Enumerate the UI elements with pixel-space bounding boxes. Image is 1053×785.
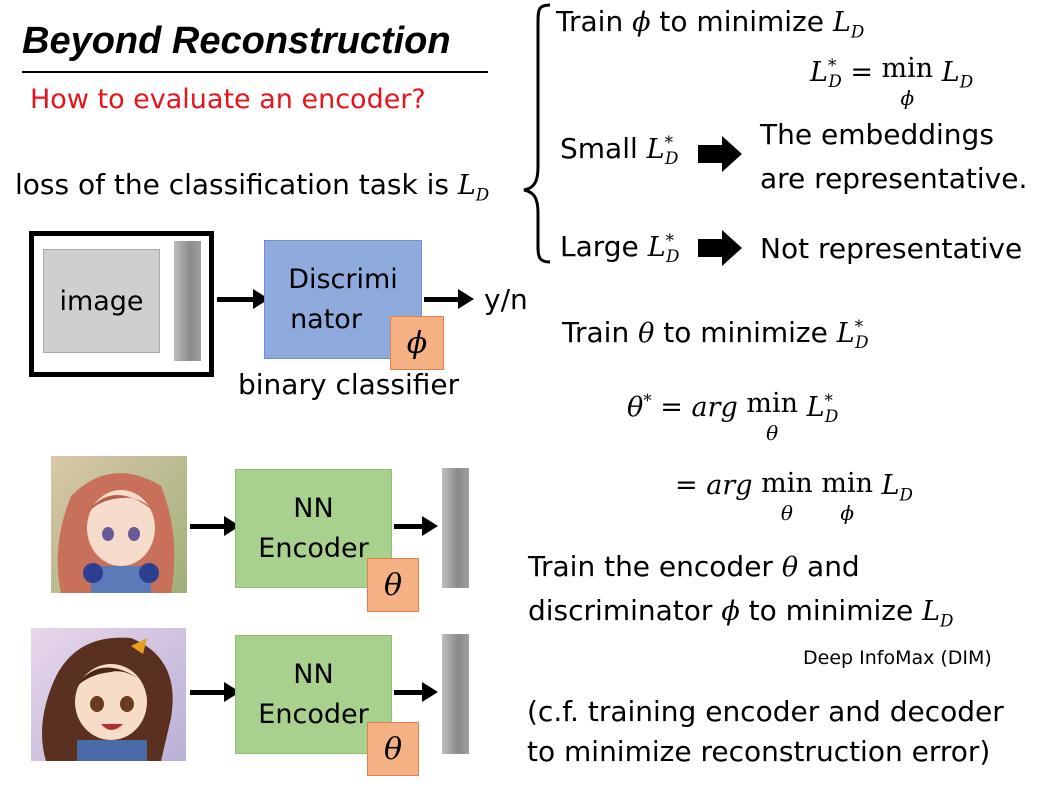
image-frame (29, 231, 214, 377)
arrow-to-vector-1 (394, 516, 438, 536)
anime-character-image-1 (51, 456, 187, 593)
train-theta-line: Train θ to minimize L*D (562, 316, 869, 353)
arrow-to-discriminator (217, 289, 269, 309)
arrow-to-encoder-2 (190, 682, 240, 702)
arrow-to-encoder-1 (190, 516, 240, 536)
embedding-vector-1 (442, 468, 469, 588)
binary-classifier-label: binary classifier (238, 368, 460, 401)
right-arrow-icon (698, 230, 742, 266)
arrow-to-output (424, 289, 474, 309)
loss-line: loss of the classification task is LD (15, 168, 489, 204)
curly-brace (523, 3, 551, 264)
joint-training-line-1: Train the encoder θ and (528, 550, 860, 583)
theta-param-box-1: θ (367, 558, 419, 612)
loss-symbol: LD (457, 170, 490, 205)
train-phi-line: Train ϕ to minimize LD (556, 5, 865, 42)
cf-line-2: to minimize reconstruction error) (527, 735, 991, 768)
image-placeholder: image (43, 249, 160, 353)
phi-param-box: ϕ (390, 316, 444, 370)
title-underline (22, 71, 488, 73)
joint-training-line-2: discriminator ϕ to minimize LD (528, 594, 954, 631)
embedding-vector (174, 241, 201, 361)
large-ld-label: Large L*D (560, 230, 680, 267)
dim-reference: Deep InfoMax (DIM) (803, 647, 992, 669)
cf-line-1: (c.f. training encoder and decoder (527, 695, 1004, 728)
embeddings-line-1: The embeddings (760, 118, 994, 151)
not-representative: Not representative (760, 232, 1023, 265)
yn-output: y/n (484, 283, 528, 316)
anime-character-image-2 (31, 628, 186, 761)
page-title: Beyond Reconstruction (22, 20, 451, 62)
embedding-vector-2 (442, 634, 469, 754)
arrow-to-vector-2 (394, 682, 438, 702)
right-arrow-icon (698, 136, 742, 172)
loss-line-text: loss of the classification task is (15, 168, 449, 201)
small-ld-label: Small L*D (560, 132, 679, 169)
theta-param-box-2: θ (367, 722, 419, 776)
subtitle: How to evaluate an encoder? (30, 84, 426, 115)
embeddings-line-2: are representative. (760, 162, 1028, 195)
